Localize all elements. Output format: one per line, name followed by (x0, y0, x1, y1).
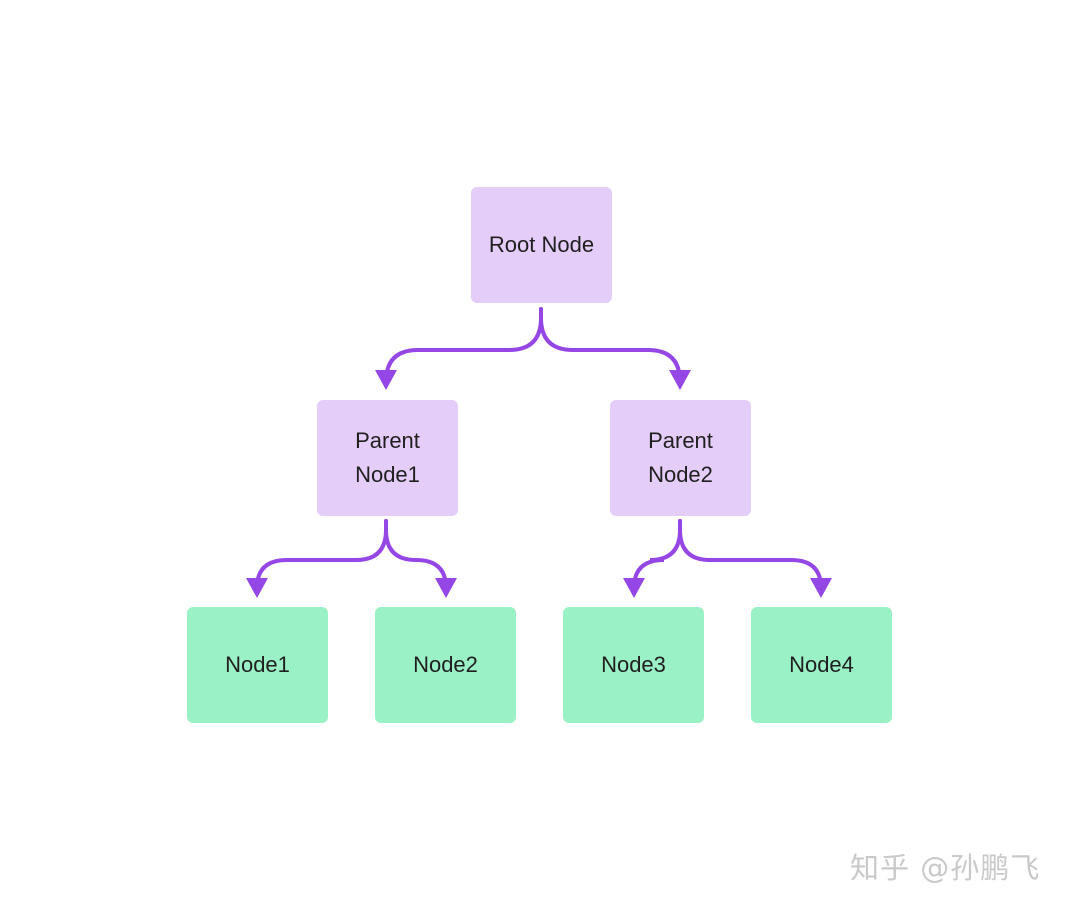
parent-node-1: Parent Node1 (317, 400, 458, 516)
leaf-node-1: Node1 (187, 607, 328, 723)
arrowhead-parent1-icon (375, 370, 397, 390)
leaf-node-4-label: Node4 (789, 652, 854, 677)
edge-parent1-to-node1 (255, 519, 388, 589)
parent-node-2: Parent Node2 (610, 400, 751, 516)
leaf-node-1-label: Node1 (225, 652, 290, 677)
edge-root-to-parent1 (384, 307, 543, 383)
arrowhead-node3-icon (623, 578, 645, 598)
arrowhead-parent2-icon (669, 370, 691, 390)
edge-parent1-to-node2 (384, 519, 448, 589)
arrowhead-node2-icon (435, 578, 457, 598)
edge-root-to-parent2 (539, 307, 682, 383)
leaf-node-3-label: Node3 (601, 652, 666, 677)
parent-node-1-label: Parent Node1 (355, 428, 420, 487)
root-node: Root Node (471, 187, 612, 303)
edge-parent2-to-node3 (632, 519, 682, 589)
leaf-node-4: Node4 (751, 607, 892, 723)
watermark: 知乎 @孙鹏飞 (850, 851, 1041, 885)
arrowhead-node4-icon (810, 578, 832, 598)
root-node-label: Root Node (488, 232, 595, 257)
leaf-node-2-label: Node2 (413, 652, 478, 677)
parent-node-2-label: Parent Node2 (648, 428, 713, 487)
arrowhead-node1-icon (246, 578, 268, 598)
edge-parent2-to-node4 (678, 519, 823, 589)
leaf-node-3: Node3 (563, 607, 704, 723)
leaf-node-2: Node2 (375, 607, 516, 723)
